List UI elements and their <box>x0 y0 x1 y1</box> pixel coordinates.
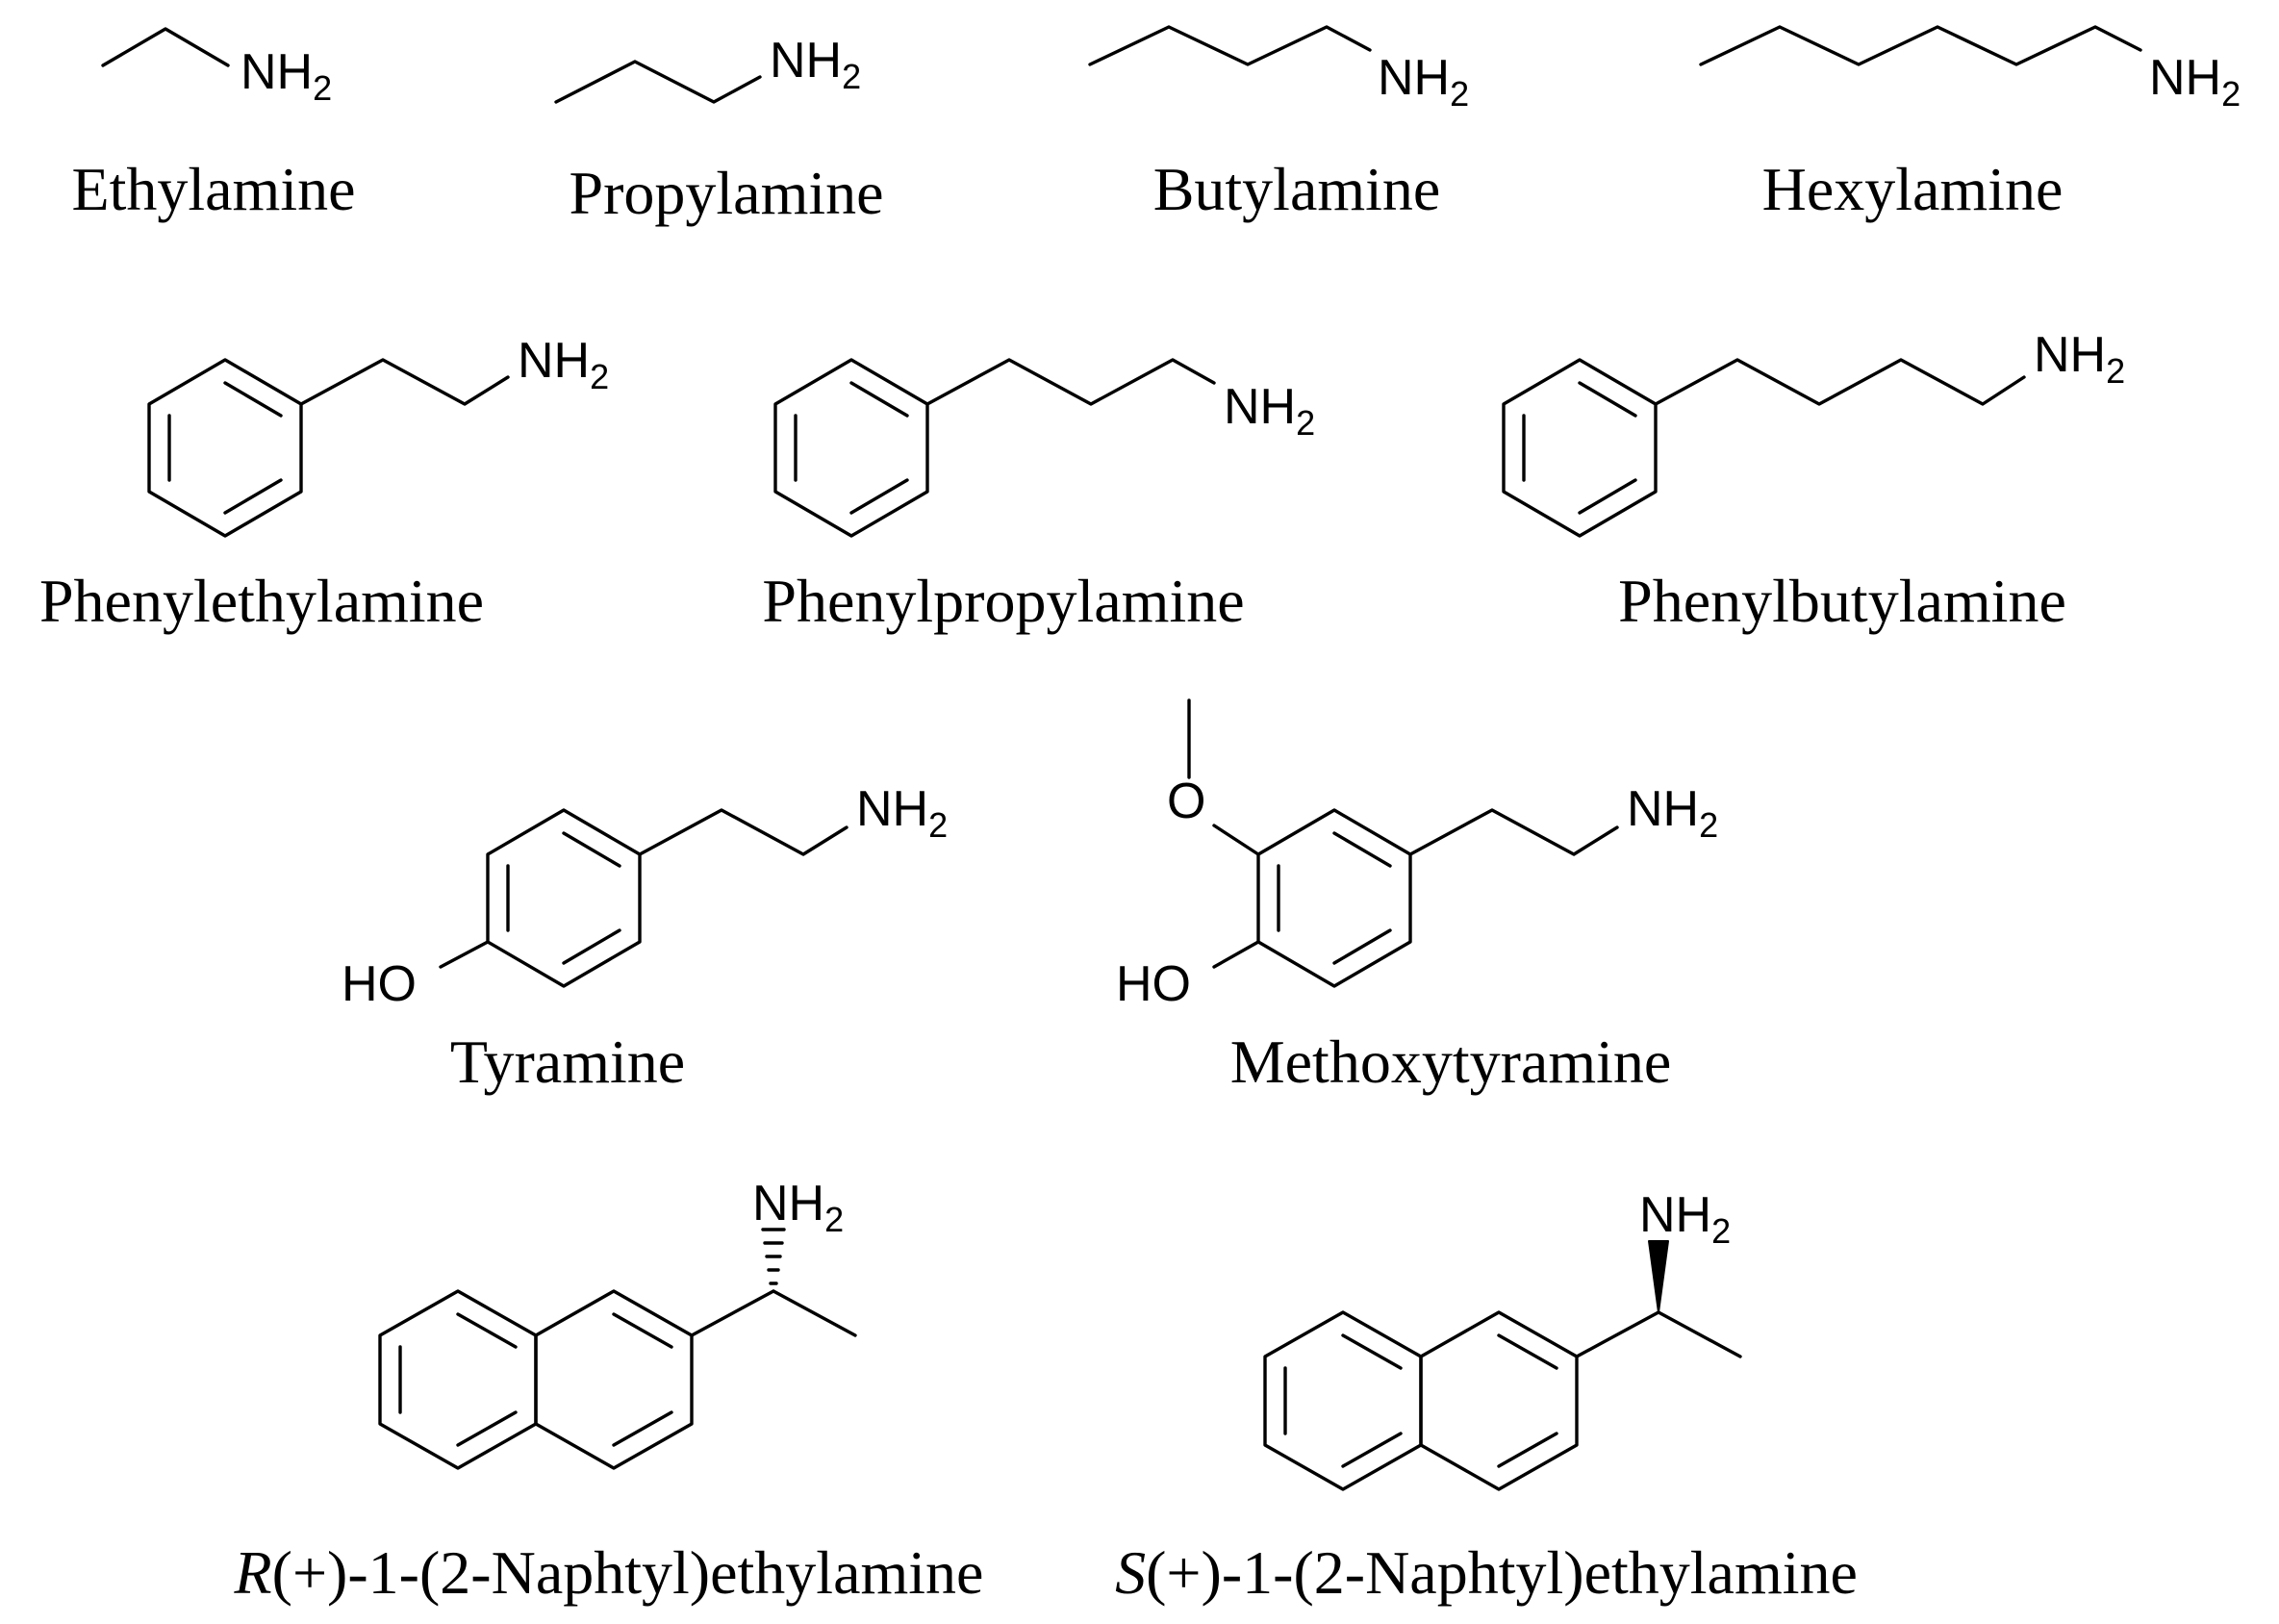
methoxytyramine-structure: NH2 O HO Methoxytyramine <box>1116 698 1718 1096</box>
hydroxyl-label: HO <box>1116 956 1191 1012</box>
compound-name-methoxytyramine: Methoxytyramine <box>1230 1028 1672 1096</box>
propylamine-structure: NH2 Propylamine <box>554 33 884 227</box>
amine-label: NH2 <box>2034 327 2125 391</box>
compound-name-ethylamine: Ethylamine <box>71 155 355 223</box>
amine-label: NH2 <box>2149 50 2241 114</box>
amine-label: NH2 <box>518 333 609 396</box>
compound-name-propylamine: Propylamine <box>569 159 883 227</box>
amine-label: NH2 <box>1224 379 1315 443</box>
phenylpropylamine-structure: NH2 Phenylpropylamine <box>762 358 1315 635</box>
hydroxyl-label: HO <box>342 956 417 1012</box>
solid-wedge-bond <box>1648 1240 1669 1313</box>
hexylamine-structure: NH2 Hexylamine <box>1699 25 2241 223</box>
amine-label: NH2 <box>1378 50 1469 114</box>
compound-name-hexylamine: Hexylamine <box>1762 155 2064 223</box>
compound-name-phenylpropylamine: Phenylpropylamine <box>762 567 1244 635</box>
compound-name-phenylbutylamine: Phenylbutylamine <box>1618 567 2066 635</box>
amine-label: NH2 <box>1639 1187 1731 1251</box>
compound-name-phenylethylamine: Phenylethylamine <box>39 567 484 635</box>
butylamine-structure: NH2 Butylamine <box>1088 25 1469 223</box>
compound-name-tyramine: Tyramine <box>450 1028 685 1096</box>
r-naphthylethylamine-structure: NH2 R(+)-1-(2-Naphtyl)ethylamine <box>234 1176 984 1607</box>
phenylbutylamine-structure: NH2 Phenylbutylamine <box>1502 327 2125 635</box>
amine-label: NH2 <box>1627 781 1718 845</box>
compound-name-r-naphthylethylamine: R(+)-1-(2-Naphtyl)ethylamine <box>234 1538 984 1607</box>
amine-label: NH2 <box>241 44 332 108</box>
ethylamine-structure: NH2 Ethylamine <box>71 27 356 223</box>
s-naphthylethylamine-structure: NH2 S(+)-1-(2-Naphtyl)ethylamine <box>1115 1187 1858 1607</box>
tyramine-structure: NH2 HO Tyramine <box>342 781 948 1096</box>
amine-label: NH2 <box>770 33 861 96</box>
methoxy-oxygen-label: O <box>1167 774 1205 829</box>
compound-name-s-naphthylethylamine: S(+)-1-(2-Naphtyl)ethylamine <box>1115 1538 1858 1607</box>
phenylethylamine-structure: NH2 Phenylethylamine <box>39 333 609 635</box>
compound-name-butylamine: Butylamine <box>1153 155 1441 223</box>
amine-label: NH2 <box>856 781 948 845</box>
amine-label: NH2 <box>752 1176 844 1239</box>
